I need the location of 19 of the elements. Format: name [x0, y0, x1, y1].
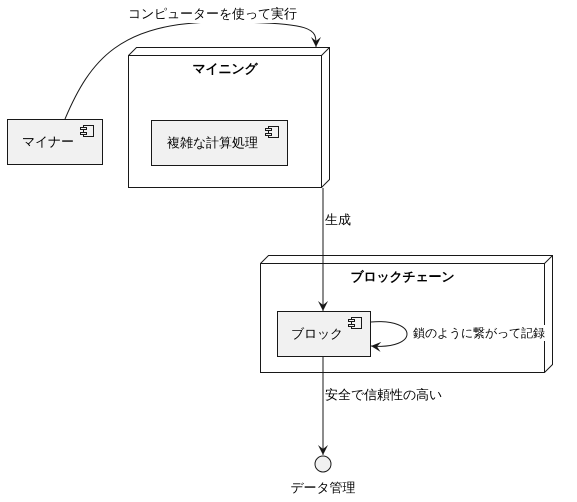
edge-label: コンピューターを使って実行: [128, 7, 297, 23]
arrow: [318, 188, 328, 312]
interface-node: [288, 455, 358, 495]
edge-label: 生成: [325, 213, 351, 229]
node-box: [260, 255, 553, 373]
node-box: [128, 47, 330, 188]
edge-label: 鎖のように繋がって記録: [413, 325, 545, 341]
component-label: マイナー: [22, 134, 74, 151]
component-box: [277, 311, 371, 357]
component-label: ブロック: [291, 326, 343, 343]
component-label: 複雑な計算処理: [167, 135, 258, 152]
component-box: [151, 120, 288, 166]
arrow: [318, 356, 328, 456]
component-box: [7, 119, 103, 165]
arrow: [370, 321, 408, 352]
interface-label: データ管理: [290, 480, 356, 497]
node-title: ブロックチェーン: [350, 268, 456, 286]
edge-label: 安全で信頼性の高い: [325, 388, 442, 404]
node-title: マイニング: [192, 61, 259, 78]
